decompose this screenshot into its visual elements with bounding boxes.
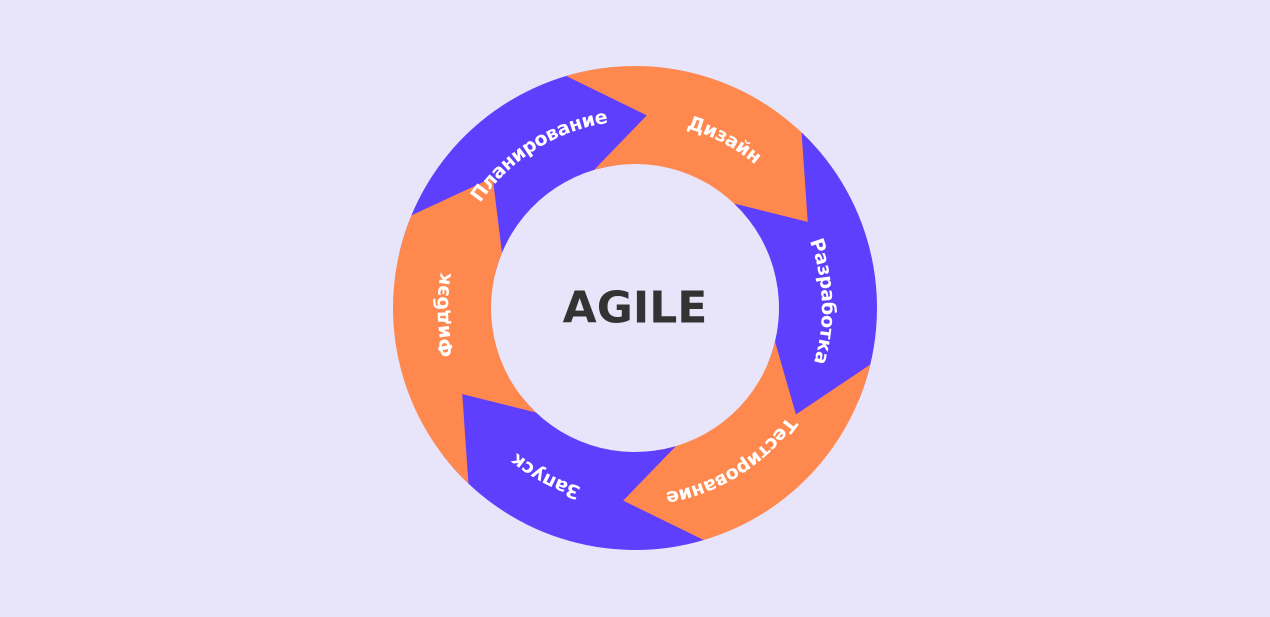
stage-arrow-1 [399,68,677,275]
stage-arrow-6 [392,177,536,484]
stage-arrow-2 [566,66,827,250]
stage-arrow-4 [593,341,871,548]
center-title: AGILE [563,283,708,334]
stage-arrow-5 [443,366,704,550]
